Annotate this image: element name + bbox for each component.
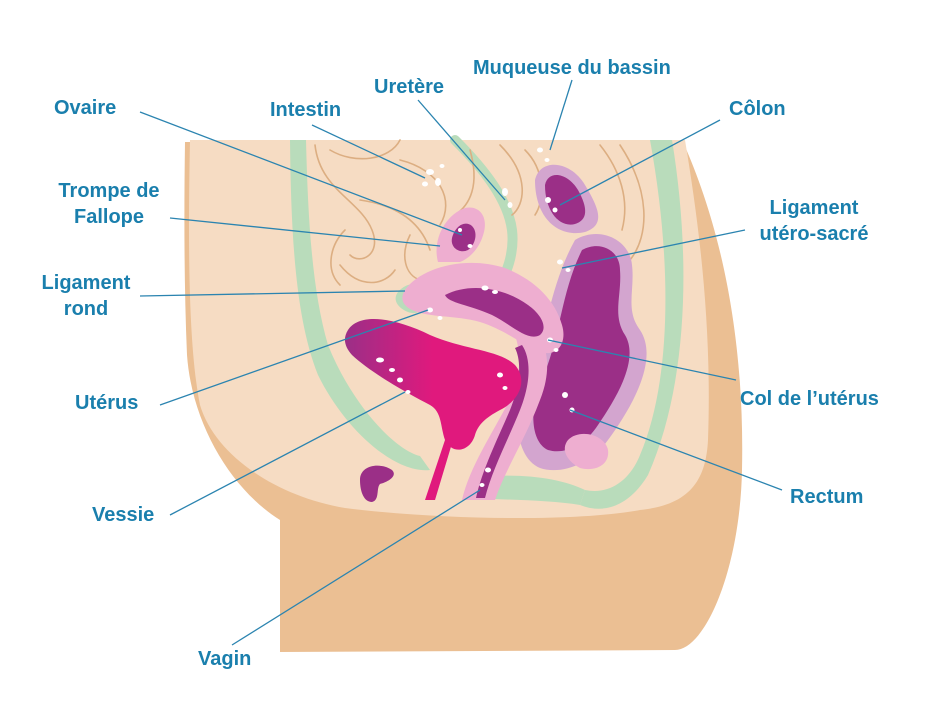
bladder [344, 319, 522, 450]
label-uterus: Utérus [75, 392, 139, 414]
leader-ovaire [139, 111, 463, 236]
pubic-fold [360, 465, 394, 502]
label-trompe-line1: Trompe de [58, 180, 160, 202]
label-trompe-line2: Fallope [73, 206, 144, 228]
intestine-loops [314, 139, 645, 286]
leader-lig-rond [139, 290, 406, 297]
leader-rectum [569, 409, 783, 491]
leader-vagin [231, 489, 481, 646]
label-ligament-rond: Ligament rond [30, 270, 142, 322]
label-uretere: Uretère [374, 76, 445, 98]
label-ligament-utero-sacre: Ligament utéro-sacré [744, 195, 884, 247]
label-vagin: Vagin [198, 648, 252, 670]
endometriosis-spots [376, 147, 575, 487]
label-ovaire: Ovaire [54, 97, 117, 119]
leader-uretere [417, 99, 506, 201]
label-vessie: Vessie [92, 504, 155, 526]
label-ligament-utero-sacre-line1: Ligament [769, 197, 859, 219]
label-ligament-rond-line1: Ligament [41, 272, 131, 294]
leader-trompe [169, 217, 441, 247]
leader-lig-uterosacre [561, 229, 746, 269]
pelvic-mucosa-front [290, 140, 430, 471]
rectum-core [533, 246, 630, 452]
label-intestin: Intestin [270, 99, 342, 121]
rectum-pouch [564, 433, 609, 470]
vagina-canal [476, 345, 529, 498]
leader-muqueuse [549, 79, 573, 151]
label-muqueuse: Muqueuse du bassin [473, 57, 671, 79]
label-trompe: Trompe de Fallope [46, 178, 172, 230]
label-colon: Côlon [729, 98, 786, 120]
leader-col [547, 339, 737, 381]
label-ligament-utero-sacre-line2: utéro-sacré [759, 223, 869, 245]
label-rectum: Rectum [790, 486, 864, 508]
leader-intestin [311, 124, 426, 179]
pelvic-mucosa-back [580, 140, 684, 509]
leader-uterus [159, 309, 429, 406]
label-ligament-rond-line2: rond [63, 298, 109, 320]
urethra [425, 440, 453, 500]
label-col: Col de l’utérus [740, 388, 879, 410]
uterine-cavity [445, 287, 544, 337]
leader-colon [559, 119, 721, 206]
leader-lines [139, 79, 783, 646]
leader-vessie [169, 391, 406, 516]
